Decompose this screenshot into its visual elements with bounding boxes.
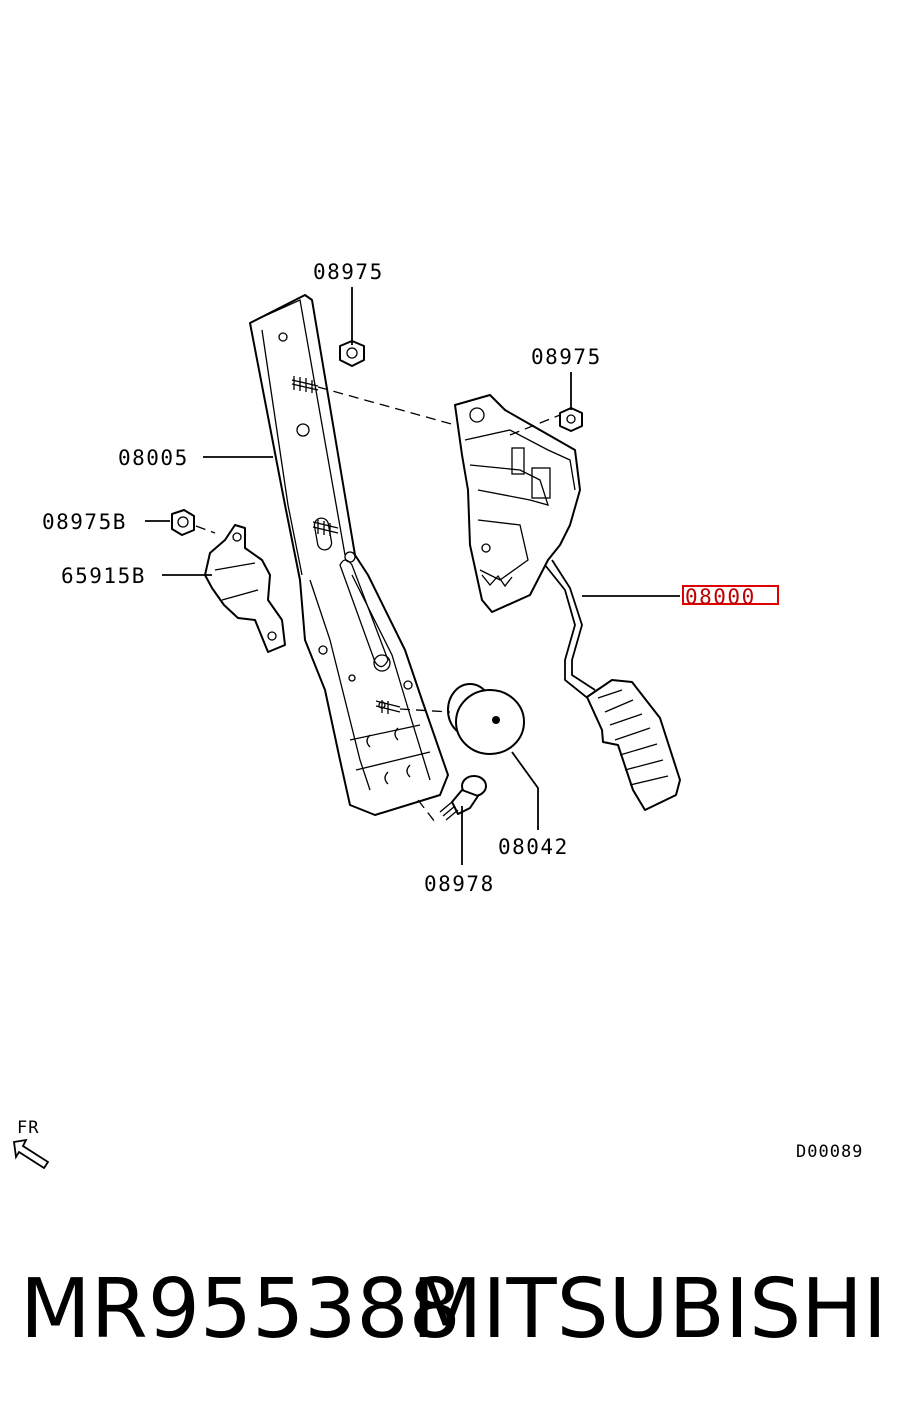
callout-nut-b: 08975B — [42, 510, 127, 534]
callout-sensor-b: 65915B — [61, 564, 146, 588]
front-arrow-icon — [12, 1138, 50, 1170]
callout-nut-right: 08975 — [531, 345, 602, 369]
callout-bolt: 08978 — [424, 872, 495, 896]
callout-pedal-assembly[interactable]: 08000 — [685, 585, 756, 609]
part-number: MR955388 — [20, 1262, 461, 1357]
highlight-box — [682, 585, 779, 605]
direction-label: FR — [17, 1118, 39, 1138]
callout-stopper: 08042 — [498, 835, 569, 859]
brand-name: MITSUBISHI — [411, 1262, 887, 1357]
bracket-drawing — [249, 294, 449, 816]
callout-bracket: 08005 — [118, 446, 189, 470]
callout-nut-top: 08975 — [313, 260, 384, 284]
nut-right-drawing — [559, 407, 583, 432]
bolt-drawing — [439, 775, 487, 821]
footer: MR955388 MITSUBISHI — [0, 1262, 909, 1372]
pedal-assembly-drawing — [454, 394, 681, 811]
sensor-drawing — [204, 524, 286, 653]
nut-b-drawing — [171, 509, 195, 536]
diagram-code: D00089 — [796, 1142, 863, 1162]
stopper-drawing — [447, 683, 525, 755]
